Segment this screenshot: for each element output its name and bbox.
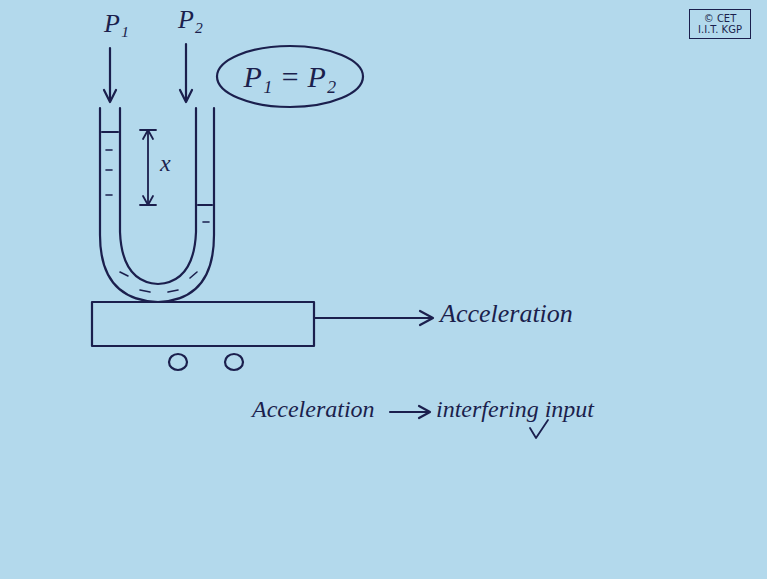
u-tube-inner bbox=[120, 108, 196, 284]
arrow-head bbox=[143, 130, 153, 139]
liquid-level bbox=[102, 131, 118, 133]
arrow-head bbox=[420, 311, 433, 325]
liquid-marks bbox=[106, 150, 209, 292]
node-text: © CET I.I.T. KGP bbox=[693, 13, 747, 35]
pressure-arrow bbox=[185, 44, 187, 100]
arrow-head bbox=[104, 90, 116, 102]
arrow-head bbox=[143, 196, 153, 205]
wheel bbox=[169, 354, 187, 370]
wheel bbox=[225, 354, 243, 370]
node-text: P₁ = P₂ bbox=[244, 60, 337, 93]
cart-body bbox=[92, 302, 314, 346]
arrow-head bbox=[419, 406, 430, 418]
check-mark bbox=[530, 420, 548, 438]
pressure-arrow bbox=[109, 48, 111, 100]
pressure-label: P₁ bbox=[104, 10, 129, 39]
arrow-head bbox=[180, 90, 192, 102]
note-text: Acceleration bbox=[252, 396, 375, 422]
condition-ellipse: P₁ = P₂ bbox=[215, 44, 365, 109]
pressure-label: P₂ bbox=[178, 6, 203, 35]
note-text: interfering input bbox=[436, 396, 594, 422]
dimension-label: x bbox=[160, 150, 171, 176]
acceleration-label: Acceleration bbox=[440, 300, 573, 329]
watermark-box: © CET I.I.T. KGP bbox=[689, 9, 751, 39]
implies-arrow bbox=[390, 411, 428, 413]
acceleration-arrow bbox=[314, 317, 432, 319]
liquid-level bbox=[198, 204, 212, 206]
dimension-line bbox=[147, 130, 149, 205]
u-tube-outer bbox=[100, 108, 214, 302]
